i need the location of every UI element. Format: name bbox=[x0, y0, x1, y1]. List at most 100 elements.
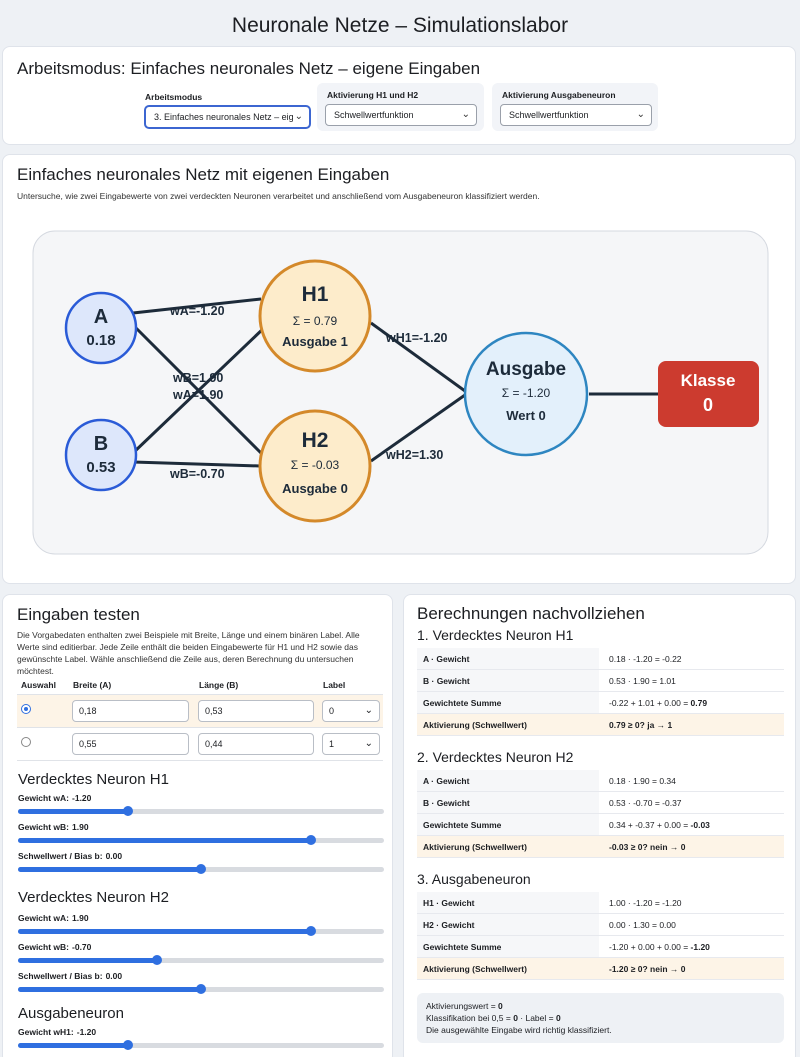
node-h1-name: H1 bbox=[302, 283, 329, 306]
calc-key: B · Gewicht bbox=[423, 798, 470, 808]
h1-slider-0[interactable] bbox=[18, 806, 384, 816]
summary-class-value: 0 bbox=[513, 1013, 518, 1023]
node-output-value: Wert 0 bbox=[506, 408, 546, 423]
act-out-select[interactable]: Schwellwertfunktion ⌄ bbox=[500, 104, 652, 126]
mode-select[interactable]: 3. Einfaches neuronales Netz – eige ⌄ bbox=[145, 106, 310, 128]
chevron-down-icon: ⌄ bbox=[636, 109, 645, 120]
calc-out-heading: 3. Ausgabeneuron bbox=[417, 871, 531, 887]
calc-expression: 0.53 · 1.90 = 1.01 bbox=[609, 676, 676, 686]
node-h1-output: Ausgabe 1 bbox=[282, 334, 348, 349]
calc-result: 0.79 ≥ 0? ja → 1 bbox=[609, 720, 673, 730]
slider-fill bbox=[18, 867, 201, 872]
slider-value: -0.70 bbox=[72, 942, 92, 952]
slider-value: 1.90 bbox=[72, 822, 89, 832]
h1-slider-2[interactable] bbox=[18, 864, 384, 874]
table-row: Gewichtete Summe -1.20 + 0.00 + 0.00 = -1… bbox=[417, 936, 784, 958]
slider-knob[interactable] bbox=[196, 864, 206, 874]
node-klasse-name: Klasse bbox=[681, 371, 736, 390]
slider-knob[interactable] bbox=[122, 806, 133, 816]
row-1-breite-input[interactable]: 0,18 bbox=[72, 700, 189, 722]
calc-expression: 0.53 · -0.70 = -0.37 bbox=[609, 798, 682, 808]
calc-key: A · Gewicht bbox=[423, 776, 470, 786]
row-2-breite-input[interactable]: 0,55 bbox=[72, 733, 189, 755]
row-1-laenge-input[interactable]: 0,53 bbox=[198, 700, 314, 722]
slider-knob[interactable] bbox=[152, 955, 163, 965]
network-description: Untersuche, wie zwei Eingabewerte von zw… bbox=[17, 191, 540, 201]
summary-label-label: · Label = bbox=[517, 1013, 556, 1023]
calc-value: -1.20 ≥ 0? nein → 0 bbox=[609, 964, 685, 974]
calc-value: -1.20 + 0.00 + 0.00 = -1.20 bbox=[609, 942, 710, 952]
calc-key: Aktivierung (Schwellwert) bbox=[423, 720, 527, 730]
row-2-label-select[interactable]: 1⌄ bbox=[322, 733, 380, 755]
h2-slider-label: Gewicht wA:1.90 bbox=[18, 913, 89, 923]
slider-value: 1.90 bbox=[72, 913, 89, 923]
calc-value: 0.34 + -0.37 + 0.00 = -0.03 bbox=[609, 820, 710, 830]
calc-result: -1.20 ≥ 0? nein → 0 bbox=[609, 964, 686, 974]
calc-key: Gewichtete Summe bbox=[423, 698, 502, 708]
calc-value: 0.18 · 1.90 = 0.34 bbox=[609, 776, 676, 786]
slider-fill bbox=[18, 958, 158, 963]
act-out-value: Schwellwertfunktion bbox=[509, 110, 589, 120]
calc-expression: 0.00 · 1.30 = 0.00 bbox=[609, 920, 676, 930]
h2-slider-2[interactable] bbox=[18, 984, 384, 994]
slider-label-text: Gewicht wB: bbox=[18, 942, 70, 952]
node-b-name: B bbox=[94, 433, 108, 455]
node-h2-sum: Σ = -0.03 bbox=[291, 458, 340, 472]
table-row: Aktivierung (Schwellwert)-1.20 ≥ 0? nein… bbox=[417, 958, 784, 980]
slider-fill bbox=[18, 987, 201, 992]
calc-expression: -0.22 + 1.01 + 0.00 = bbox=[609, 698, 691, 708]
node-a-value: 0.18 bbox=[86, 332, 115, 349]
act-hidden-box: Aktivierung H1 und H2 Schwellwertfunktio… bbox=[317, 83, 484, 131]
calc-key: Aktivierung (Schwellwert) bbox=[423, 842, 527, 852]
h2-slider-0[interactable] bbox=[18, 926, 384, 936]
row-2-radio[interactable] bbox=[21, 737, 31, 747]
slider-value: -1.20 bbox=[72, 793, 92, 803]
slider-fill bbox=[18, 838, 311, 843]
node-h2-name: H2 bbox=[302, 429, 329, 452]
h2-slider-1[interactable] bbox=[18, 955, 384, 965]
edge-label-a-h2: wA=1.90 bbox=[172, 388, 223, 402]
act-hidden-value: Schwellwertfunktion bbox=[334, 110, 414, 120]
chevron-down-icon: ⌄ bbox=[292, 107, 303, 127]
slider-label-text: Schwellwert / Bias b: bbox=[18, 971, 103, 981]
slider-knob[interactable] bbox=[196, 984, 206, 994]
calc-result: 0.79 bbox=[690, 698, 708, 708]
edge-label-b-h1: wB=1.90 bbox=[172, 371, 223, 385]
out-slider-0[interactable] bbox=[18, 1040, 384, 1050]
slider-knob[interactable] bbox=[305, 835, 316, 845]
node-output bbox=[463, 331, 589, 457]
calc-key: Gewichtete Summe bbox=[423, 942, 502, 952]
calc-key: Gewichtete Summe bbox=[423, 820, 502, 830]
edge-a-h1 bbox=[132, 297, 262, 315]
node-klasse-value: 0 bbox=[703, 395, 713, 415]
chevron-down-icon: ⌄ bbox=[364, 738, 373, 749]
slider-value: -1.20 bbox=[76, 1027, 97, 1037]
diagram-frame bbox=[32, 230, 769, 555]
calc-result: -0.03 bbox=[690, 820, 710, 830]
slider-knob[interactable] bbox=[122, 1040, 133, 1050]
h1-slider-1[interactable] bbox=[18, 835, 384, 845]
node-a-name: A bbox=[94, 306, 108, 328]
slider-knob[interactable] bbox=[305, 926, 316, 936]
calc-result: -0.03 ≥ 0? nein → 0 bbox=[609, 842, 686, 852]
node-output-sum: Σ = -1.20 bbox=[502, 386, 551, 400]
table-row: Aktivierung (Schwellwert) -0.03 ≥ 0? nein… bbox=[417, 836, 784, 858]
slider-label-text: Gewicht wB: bbox=[18, 822, 70, 832]
slider-fill bbox=[18, 929, 311, 934]
row-1-label-select[interactable]: 0⌄ bbox=[322, 700, 380, 722]
row-2-laenge-input[interactable]: 0,44 bbox=[198, 733, 314, 755]
calc-key: A · Gewicht bbox=[423, 654, 470, 664]
calc-h1-heading: 1. Verdecktes Neuron H1 bbox=[417, 627, 574, 643]
row-1-radio[interactable] bbox=[21, 704, 31, 714]
chevron-down-icon: ⌄ bbox=[461, 109, 470, 120]
slider-fill bbox=[18, 1043, 128, 1048]
edge-b-h1 bbox=[131, 325, 267, 455]
chevron-down-icon: ⌄ bbox=[364, 705, 373, 716]
edge-h1-out bbox=[370, 321, 466, 393]
calc-expression: 1.00 · -1.20 = -1.20 bbox=[609, 898, 682, 908]
act-hidden-select[interactable]: Schwellwertfunktion ⌄ bbox=[325, 104, 477, 126]
